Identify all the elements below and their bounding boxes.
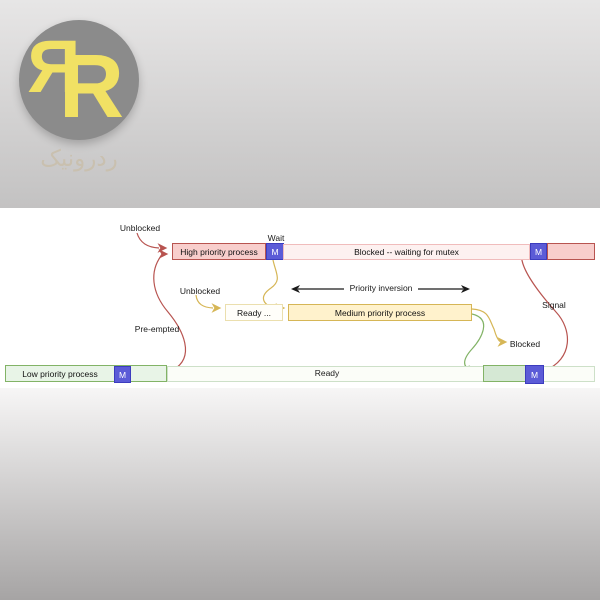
- mutex-box-high-right: M: [530, 243, 547, 260]
- high-blocked-bar: Blocked -- waiting for mutex: [283, 243, 530, 260]
- low-priority-process-box: Low priority process M: [5, 365, 167, 383]
- brand-name-text: ردرونیک: [40, 146, 118, 172]
- footer-band: [0, 388, 600, 600]
- low-priority-process-label: Low priority process: [22, 368, 98, 379]
- connector-arrows-layer: [136, 232, 568, 375]
- high-priority-resume-box: [547, 243, 595, 260]
- diagram-canvas: Unblocked Wait Unblocked Priority invers…: [0, 208, 600, 388]
- unblocked-medium-arrow: [195, 294, 222, 313]
- brand-logo: R R: [19, 20, 139, 140]
- unblocked-high-arrow: [136, 232, 168, 253]
- label-unblocked-mid: Unblocked: [179, 286, 221, 296]
- high-priority-process-box: High priority process: [172, 243, 266, 260]
- header-band: R R ردرونیک: [0, 0, 600, 208]
- mutex-box-high-left: M: [266, 243, 284, 260]
- mutex-box-low-right: M: [525, 365, 544, 384]
- label-signal: Signal: [542, 300, 566, 310]
- label-preempted: Pre-empted: [134, 324, 180, 334]
- mutex-box-low-left: M: [114, 366, 131, 383]
- logo-letter-r: R: [59, 37, 124, 137]
- preempted-arrow: [153, 249, 186, 371]
- medium-priority-process-box: Medium priority process: [288, 304, 472, 321]
- label-wait: Wait: [267, 233, 285, 243]
- low-ready-label: Ready: [314, 368, 340, 378]
- medium-ready-box: Ready ...: [225, 304, 283, 321]
- label-priority-inversion: Priority inversion: [349, 283, 413, 293]
- label-unblocked-top: Unblocked: [119, 223, 161, 233]
- low-priority-resume-box: M: [483, 365, 544, 384]
- label-blocked: Blocked: [509, 339, 541, 349]
